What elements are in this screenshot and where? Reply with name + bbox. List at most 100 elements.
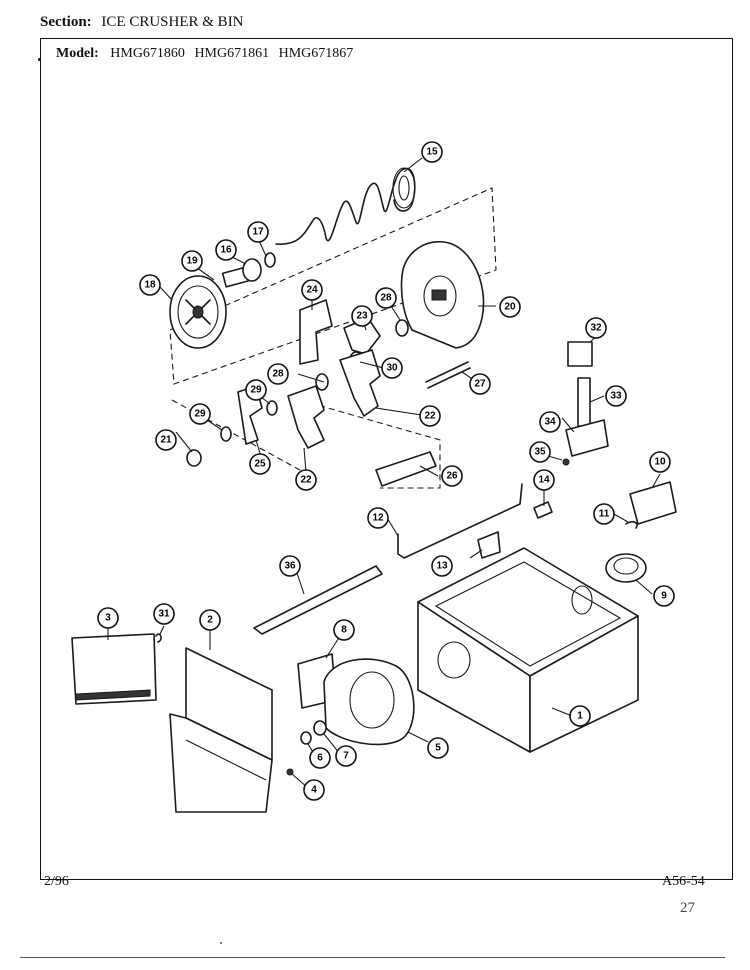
model-number: HMG671867 — [278, 46, 354, 61]
svg-text:20: 20 — [504, 302, 516, 313]
callout-22: 22 — [419, 405, 441, 427]
callout-12: 12 — [367, 507, 389, 529]
callout-18: 18 — [139, 274, 161, 296]
callout-23: 23 — [351, 305, 373, 327]
crusher-bracket-part — [299, 299, 333, 365]
svg-text:28: 28 — [272, 369, 284, 380]
model-number: HMG671860 — [110, 46, 185, 61]
svg-text:34: 34 — [544, 417, 556, 428]
door-panel-part — [75, 689, 151, 701]
callout-2: 2 — [199, 609, 221, 631]
callout-11: 11 — [593, 503, 615, 525]
assembly-outline — [299, 399, 441, 489]
callout-19: 19 — [181, 250, 203, 272]
callout-20: 20 — [499, 296, 521, 318]
model-heading: Model: HMG671860 HMG671861 HMG671867 — [56, 46, 359, 62]
callout-28b: 28 — [267, 363, 289, 385]
callout-22b: 22 — [295, 469, 317, 491]
svg-text:9: 9 — [661, 591, 667, 602]
svg-text:6: 6 — [317, 753, 323, 764]
shaft-rod-part — [425, 361, 469, 383]
solenoid-cover-part — [567, 341, 593, 367]
callout-36: 36 — [279, 555, 301, 577]
callout-1: 1 — [569, 705, 591, 727]
assembly-outline — [169, 187, 497, 385]
spring-clip-part — [533, 501, 553, 519]
svg-text:7: 7 — [343, 751, 349, 762]
svg-text:15: 15 — [426, 147, 438, 158]
svg-text:2: 2 — [207, 615, 213, 626]
svg-text:36: 36 — [284, 561, 296, 572]
callout-27: 27 — [469, 373, 491, 395]
callout-28: 28 — [375, 287, 397, 309]
svg-text:24: 24 — [306, 285, 318, 296]
ice-bin-part — [417, 547, 639, 753]
callout-26: 26 — [441, 465, 463, 487]
callout-3: 3 — [97, 607, 119, 629]
svg-text:35: 35 — [534, 447, 546, 458]
model-label: Model: — [56, 46, 99, 61]
svg-text:4: 4 — [311, 785, 317, 796]
svg-text:22: 22 — [424, 411, 436, 422]
crusher-wheel-part — [169, 275, 227, 349]
callout-32: 32 — [585, 317, 607, 339]
bracket-part — [477, 531, 501, 559]
svg-text:25: 25 — [254, 459, 266, 470]
svg-text:19: 19 — [186, 256, 198, 267]
svg-text:18: 18 — [144, 280, 156, 291]
clip-part — [625, 521, 638, 529]
svg-text:8: 8 — [341, 625, 347, 636]
callout-31: 31 — [153, 603, 175, 625]
bearing-part — [242, 258, 262, 282]
svg-text:14: 14 — [538, 475, 550, 486]
auger-spring-part — [275, 167, 416, 245]
callout-10: 10 — [649, 451, 671, 473]
svg-text:30: 30 — [386, 363, 398, 374]
section-heading: Section: ICE CRUSHER & BIN — [40, 14, 244, 31]
bearing-ring-part — [605, 553, 647, 583]
page-code: A56-54 — [662, 874, 705, 889]
housing-plate-part — [400, 241, 485, 349]
callout-5: 5 — [427, 737, 449, 759]
callout-6: 6 — [309, 747, 331, 769]
crusher-blade-part — [339, 349, 381, 417]
revision-date: 2/96 — [44, 874, 69, 889]
callout-21: 21 — [155, 429, 177, 451]
deflector-part — [253, 565, 383, 635]
svg-text:17: 17 — [252, 227, 264, 238]
callout-30: 30 — [381, 357, 403, 379]
callout-13: 13 — [431, 555, 453, 577]
door-panel-part — [71, 633, 157, 705]
clip-part — [155, 633, 162, 643]
washer-part — [313, 720, 327, 736]
callout-29b: 29 — [189, 403, 211, 425]
callout-4: 4 — [303, 779, 325, 801]
spacer-part — [395, 319, 409, 337]
shaft-rod-part — [427, 367, 471, 389]
svg-text:26: 26 — [446, 471, 458, 482]
motor-part — [629, 481, 677, 525]
crusher-housing-part — [323, 658, 415, 746]
washer-part — [300, 731, 312, 745]
svg-text:5: 5 — [435, 743, 441, 754]
svg-text:13: 13 — [436, 561, 448, 572]
svg-text:22: 22 — [300, 475, 312, 486]
ice-chute-part — [169, 647, 273, 813]
nut-part — [186, 449, 202, 467]
section-value: ICE CRUSHER & BIN — [101, 14, 244, 30]
callout-17: 17 — [247, 221, 269, 243]
callout-14: 14 — [533, 469, 555, 491]
svg-text:32: 32 — [590, 323, 602, 334]
model-number: HMG671861 — [194, 46, 270, 61]
coupler-part — [375, 451, 437, 487]
diagram-frame — [40, 38, 733, 880]
washer-part — [264, 252, 276, 268]
callout-29: 29 — [245, 379, 267, 401]
callout-24: 24 — [301, 279, 323, 301]
screw-part — [286, 768, 294, 776]
callout-8: 8 — [333, 619, 355, 641]
linkage-rod-part — [397, 483, 523, 559]
svg-text:28: 28 — [380, 293, 392, 304]
solenoid-plunger-part — [577, 377, 591, 427]
